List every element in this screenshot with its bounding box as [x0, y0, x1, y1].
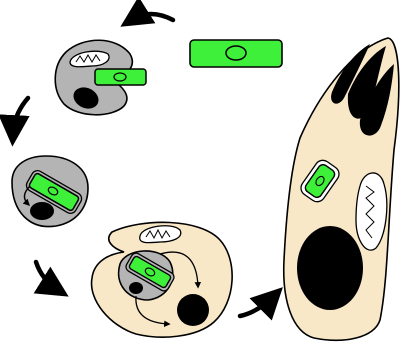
gray-host-nucleus-icon: [129, 282, 143, 294]
arrow-2: [13, 98, 28, 134]
green-rod-cell-icon: [190, 40, 282, 67]
curved-arrow-icon: [13, 98, 28, 134]
elongated-cell-stage5: [284, 38, 399, 340]
cream-host-nucleus-icon: [297, 226, 363, 310]
arrow-4: [240, 296, 274, 316]
curved-arrow-icon: [240, 296, 274, 316]
arrow-3: [36, 262, 58, 290]
curved-arrow-icon: [36, 262, 58, 290]
green-rod-cell-icon: [95, 69, 146, 85]
cream-host-cell-stage4: [92, 222, 233, 337]
host-nucleus-icon: [30, 202, 54, 220]
gray-host-cell-stage2: [55, 40, 146, 115]
curved-arrow-icon: [131, 14, 173, 20]
free-rod-cell: [190, 40, 282, 67]
cream-host-nucleus-icon: [177, 294, 209, 326]
gray-host-cell-stage3: [12, 156, 88, 227]
arrow-1: [131, 14, 173, 20]
